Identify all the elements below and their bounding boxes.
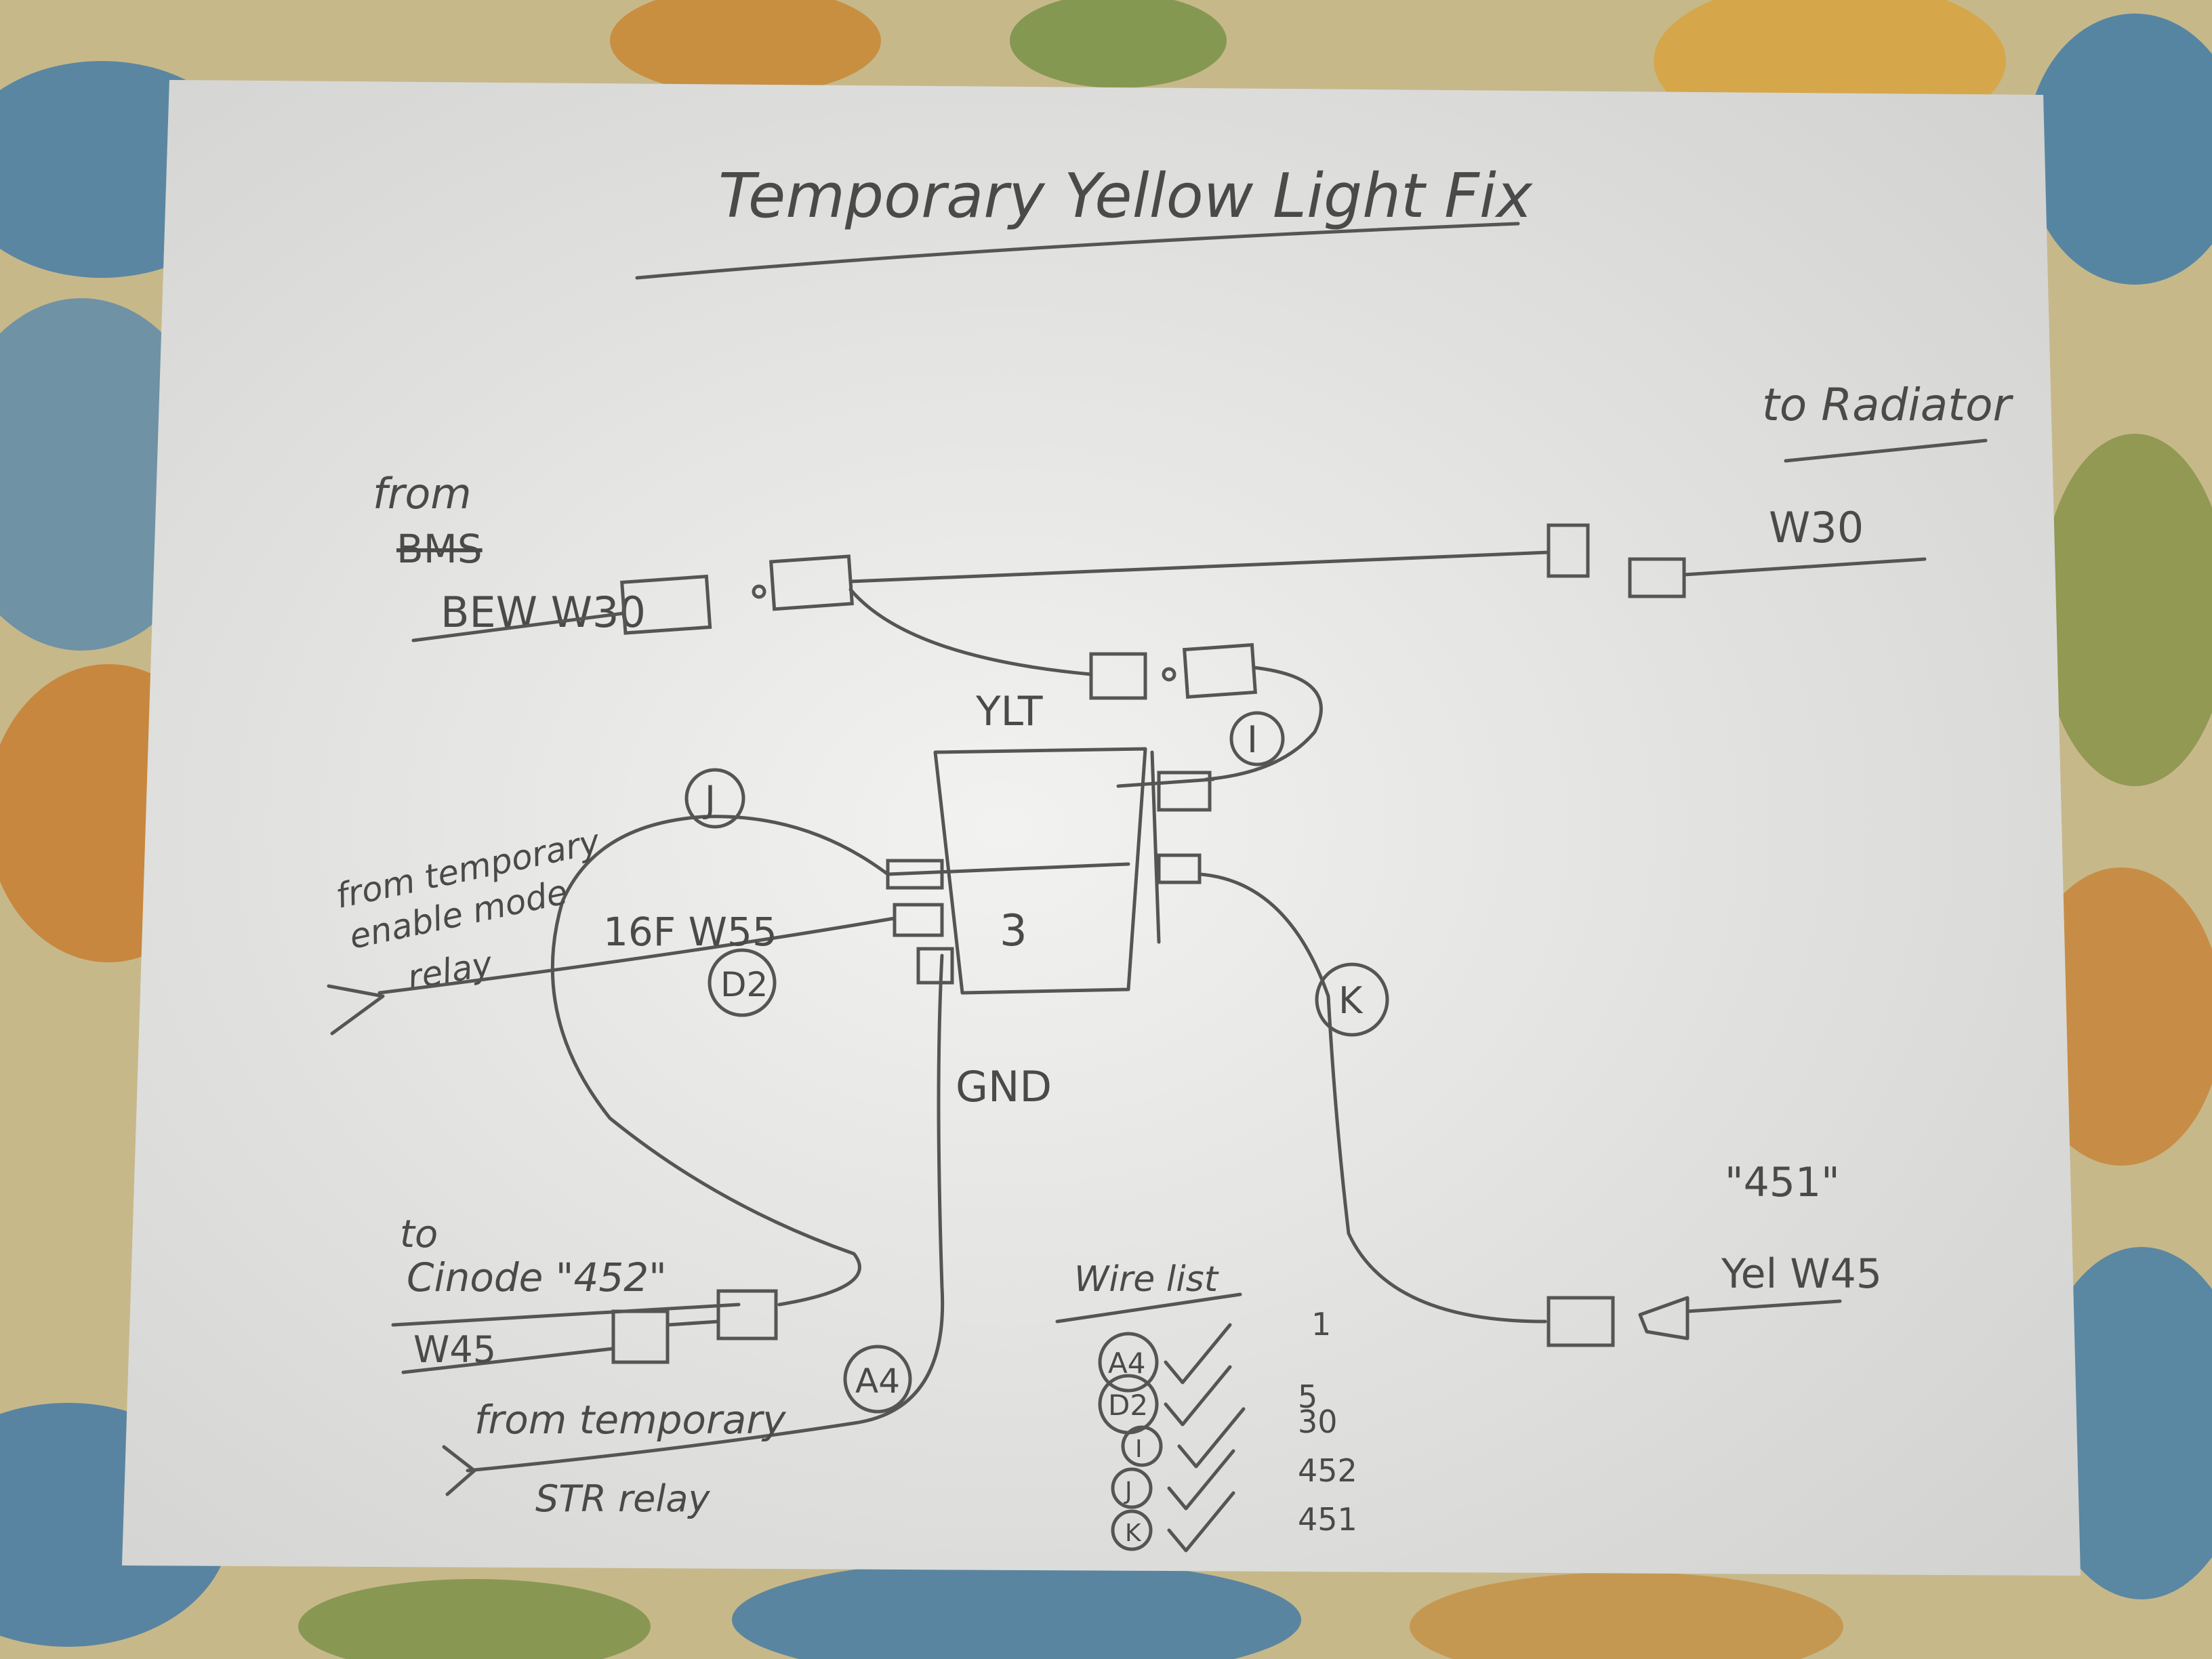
wire-w45-left bbox=[401, 1347, 615, 1374]
circle-i bbox=[1229, 711, 1285, 766]
pin-dot bbox=[752, 584, 766, 599]
wire-list-tag-circle bbox=[1111, 1509, 1153, 1551]
label-w30-right: W30 bbox=[1769, 503, 1864, 552]
arrow-str bbox=[442, 1445, 476, 1496]
circle-a4-label: A4 bbox=[855, 1361, 900, 1401]
label-ylt: YLT bbox=[975, 688, 1043, 735]
wire-yel-w45 bbox=[1685, 1299, 1842, 1313]
connector-cinode-2 bbox=[716, 1289, 778, 1340]
wire-list-number: 1 bbox=[1311, 1306, 1331, 1343]
pin-dot bbox=[1162, 667, 1176, 682]
wire-j bbox=[550, 815, 890, 1307]
label-to-radiator: to Radiator bbox=[1762, 379, 2013, 431]
wire-list-number: 452 bbox=[1298, 1452, 1357, 1489]
wire-to-radiator bbox=[848, 550, 1551, 583]
connector-k-1 bbox=[1547, 1296, 1615, 1347]
title-underline bbox=[635, 222, 1520, 280]
wire-list-check-icon bbox=[1167, 1491, 1235, 1553]
wire-list-number: 5 bbox=[1298, 1378, 1317, 1415]
circle-a4 bbox=[843, 1345, 912, 1414]
label-wire-list: Wire list bbox=[1074, 1259, 1219, 1300]
wire-list-number: 30 bbox=[1298, 1404, 1338, 1440]
label-to-cinode: to bbox=[400, 1212, 438, 1256]
cinode-link bbox=[665, 1319, 720, 1327]
label-three: 3 bbox=[1000, 906, 1027, 956]
circle-k-label: K bbox=[1338, 979, 1364, 1022]
circle-j bbox=[684, 768, 745, 829]
label-bms: BMS bbox=[396, 526, 483, 572]
label-from-temp-str: from temporary bbox=[474, 1397, 786, 1443]
ylt-line bbox=[886, 862, 1130, 876]
label-str-relay: STR relay bbox=[535, 1477, 710, 1520]
wire-list-number: 451 bbox=[1298, 1501, 1357, 1538]
wire-list-tag: I bbox=[1135, 1435, 1143, 1463]
wire-d2 bbox=[377, 916, 897, 995]
wire-to-i bbox=[848, 588, 1093, 676]
connector-k-2 bbox=[1638, 1296, 1689, 1340]
loop-i bbox=[1204, 665, 1323, 781]
circle-k bbox=[1315, 962, 1389, 1037]
connector-rad-1 bbox=[1547, 523, 1590, 578]
wire-list-tag-circle bbox=[1111, 1467, 1153, 1509]
wire-list-check-icon bbox=[1167, 1449, 1235, 1511]
connector-ylt-top bbox=[1157, 771, 1212, 812]
wire-w30-right bbox=[1682, 557, 1927, 577]
circle-j-label: J bbox=[703, 778, 716, 821]
connector-cinode-1 bbox=[611, 1309, 670, 1364]
radiator-underline bbox=[1784, 438, 1988, 463]
wire-list-check-icon bbox=[1177, 1407, 1246, 1469]
label-from: from bbox=[373, 469, 472, 518]
wire-list-underline bbox=[1055, 1292, 1242, 1324]
wire-list-tag: D2 bbox=[1108, 1389, 1148, 1422]
wire-list-tag: K bbox=[1125, 1519, 1142, 1547]
circle-d2 bbox=[708, 948, 777, 1017]
circle-d2-label: D2 bbox=[720, 965, 768, 1004]
diagram-title: Temporary Yellow Light Fix bbox=[718, 161, 1534, 232]
wire-list-check-icon bbox=[1164, 1365, 1232, 1427]
label-quote-451: "451" bbox=[1725, 1159, 1840, 1206]
connector-rad-2 bbox=[1628, 557, 1686, 598]
wire-list-tag-circle bbox=[1098, 1332, 1159, 1393]
wire-k bbox=[1197, 872, 1547, 1324]
connector-i-1 bbox=[1089, 652, 1147, 700]
wire-list-tag-circle bbox=[1121, 1425, 1163, 1467]
label-gnd: GND bbox=[956, 1062, 1052, 1111]
label-cinode: Cinode "452" bbox=[407, 1254, 667, 1300]
connector-ylt-k bbox=[1157, 853, 1202, 884]
connector-bew-1 bbox=[620, 574, 712, 635]
ylt-box bbox=[933, 747, 1147, 995]
wire-gnd bbox=[466, 954, 945, 1473]
label-bew-w30: BEW W30 bbox=[441, 588, 646, 637]
ylt-bar bbox=[1116, 777, 1215, 788]
label-w55: 16F W55 bbox=[603, 909, 777, 955]
circle-i-label: I bbox=[1247, 718, 1258, 761]
label-yel-w45: Yel W45 bbox=[1721, 1250, 1882, 1298]
bew-wire bbox=[411, 611, 626, 642]
connector-ylt-gnd bbox=[916, 947, 954, 985]
arrow-d2 bbox=[327, 984, 385, 1036]
cinode-underline bbox=[391, 1303, 741, 1327]
label-w45-left: W45 bbox=[413, 1328, 496, 1371]
wire-list-tag: J bbox=[1124, 1477, 1132, 1505]
wire-list-check-icon bbox=[1164, 1323, 1232, 1385]
